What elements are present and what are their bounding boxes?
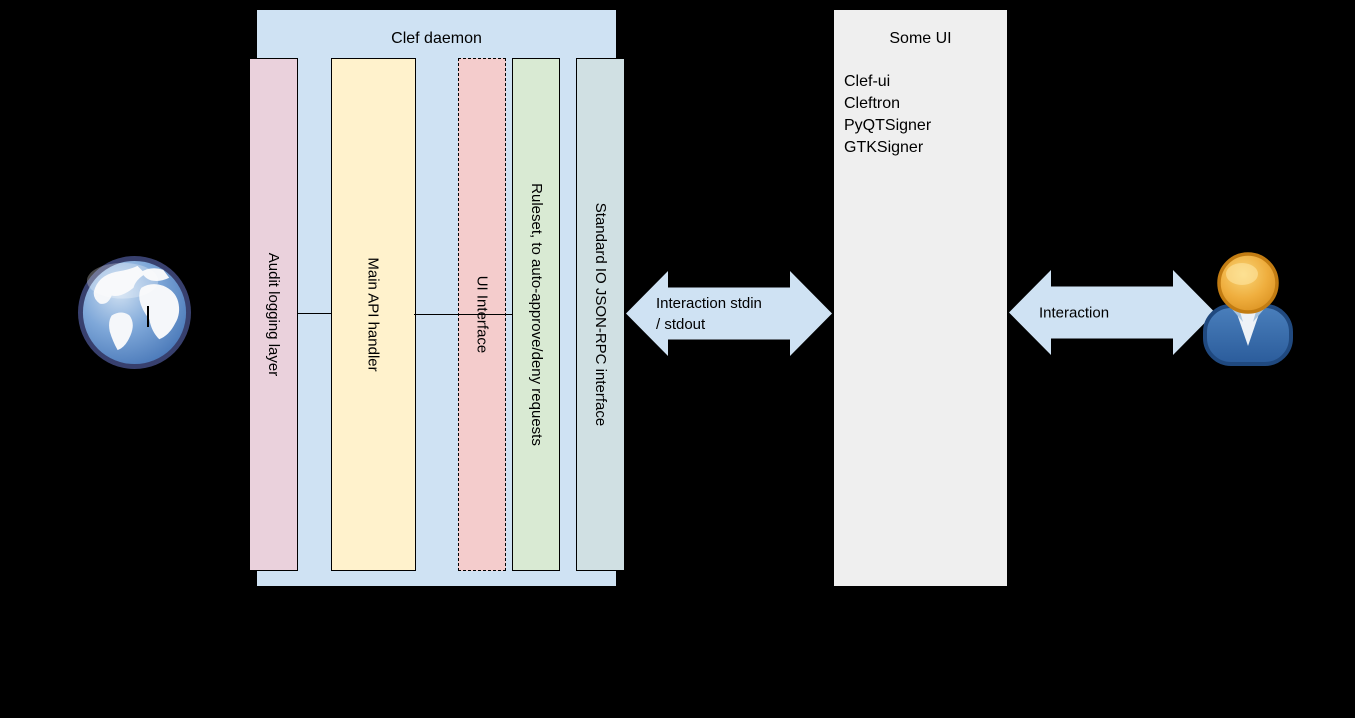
- list-item: PyQTSigner: [844, 117, 932, 134]
- stdio-jsonrpc-bar: Standard IO JSON-RPC interface: [576, 58, 625, 571]
- double-arrow-icon: [1009, 270, 1215, 355]
- clef-daemon-box: Clef daemon: [256, 9, 617, 587]
- list-item: Cleftron: [844, 95, 901, 112]
- main-api-handler-bar: Main API handler: [331, 58, 416, 571]
- stdio-interaction-arrow: Interaction stdin / stdout: [626, 271, 832, 356]
- list-item: Clef-ui: [844, 73, 891, 90]
- some-ui-box: Some UI Clef-ui Cleftron PyQTSigner GTKS…: [833, 9, 1008, 587]
- ruleset-label: Ruleset, to auto-approve/deny requests: [527, 183, 545, 446]
- globe-icon: [77, 255, 192, 370]
- stdio-jsonrpc-label: Standard IO JSON-RPC interface: [592, 202, 610, 427]
- stdio-arrow-label: Interaction stdin / stdout: [656, 294, 762, 333]
- some-ui-title: Some UI: [889, 30, 952, 47]
- user-interaction-arrow: Interaction: [1009, 270, 1215, 355]
- user-icon: [1203, 252, 1293, 366]
- user-arrow-label: Interaction: [1039, 304, 1110, 321]
- list-item: GTKSigner: [844, 139, 924, 156]
- main-api-handler-label: Main API handler: [365, 257, 382, 372]
- audit-logging-layer-label: Audit logging layer: [265, 252, 283, 377]
- text-cursor: [147, 306, 149, 327]
- connector-audit-api: [297, 313, 332, 314]
- ruleset-bar: Ruleset, to auto-approve/deny requests: [512, 58, 560, 571]
- audit-logging-layer-bar: Audit logging layer: [249, 58, 298, 571]
- connector-api-ruleset: [414, 314, 513, 315]
- double-arrow-icon: [626, 271, 832, 356]
- clef-daemon-title: Clef daemon: [391, 30, 482, 47]
- some-ui-list: Clef-ui Cleftron PyQTSigner GTKSigner: [844, 71, 931, 159]
